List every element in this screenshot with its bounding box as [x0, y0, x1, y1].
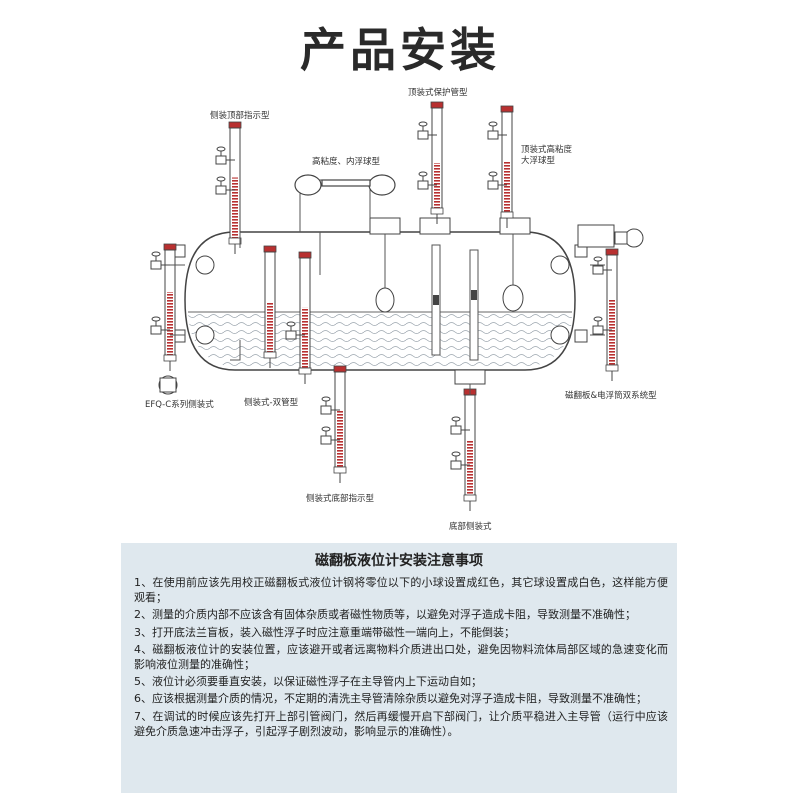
gauge-side-bottom: [320, 365, 347, 483]
label-top-guard: 顶装式保护管型: [408, 88, 468, 98]
valve-icon: [487, 171, 499, 190]
gauge-top-guard: [417, 101, 444, 224]
gauge-dual: [592, 248, 619, 381]
valve-icon: [215, 176, 227, 195]
note-item: 4、磁翻板液位计的安装位置，应该避开或者远离物料介质进出口处，避免因物料流体局部…: [134, 642, 668, 672]
label-efq: EFQ-C系列侧装式: [145, 400, 214, 410]
valve-icon: [417, 121, 429, 140]
gauge-bottom-side: [450, 388, 477, 511]
label-top-high-visc: 顶装式高粘度 大浮球型: [521, 145, 573, 166]
valve-icon: [215, 146, 227, 165]
note-item: 1、在使用前应该先用校正磁翻板式液位计钢将零位以下的小球设置成红色，其它球设置成…: [134, 576, 668, 605]
page-title: 产品安装: [300, 23, 500, 77]
note-item: 3、打开底法兰盲板，装入磁性浮子时应注意重端带磁性一端向上，不能倒装；: [134, 625, 515, 639]
gauge-side-top: [215, 121, 242, 254]
note-item: 7、在调试的时候应该先打开上部引管阀门，然后再缓慢开启下部阀门，让介质平稳进入主…: [134, 709, 668, 738]
efq-device: [158, 375, 178, 395]
installation-notes-panel: 磁翻板液位计安装注意事项 1、在使用前应该先用校正磁翻板式液位计钢将零位以下的小…: [121, 543, 677, 793]
label-side-top: 侧装顶部指示型: [210, 111, 270, 121]
gauge-double-a: [263, 245, 277, 368]
liquid-level: [188, 312, 573, 368]
valve-icon: [487, 121, 499, 140]
high-viscosity-loop: [294, 174, 396, 196]
label-side-bottom-ind: 侧装式底部指示型: [306, 494, 375, 504]
valve-icon: [320, 426, 332, 445]
gauge-double-b: [285, 251, 312, 384]
label-bottom-side: 底部侧装式: [449, 522, 492, 532]
valve-icon: [150, 251, 162, 270]
valve-icon: [450, 451, 462, 470]
note-item: 2、测量的介质内部不应该含有固体杂质或者磁性物质等，以避免对浮子造成卡阻，导致测…: [134, 608, 636, 622]
valve-icon: [320, 396, 332, 415]
label-high-visc-inner: 高粘度、内浮球型: [312, 157, 381, 167]
valve-icon: [450, 416, 462, 435]
note-item: 5、液位计必须要垂直安装，以保证磁性浮子在主导管内上下运动自如；: [134, 675, 482, 689]
valve-icon: [417, 171, 429, 190]
label-magnetic-dual: 磁翻板&电浮筒双系统型: [565, 391, 657, 401]
gauge-top-high-visc: [487, 105, 514, 228]
dual-system-box: [577, 224, 644, 248]
notes-list: 1、在使用前应该先用校正磁翻板式液位计钢将零位以下的小球设置成红色，其它球设置成…: [134, 575, 668, 741]
note-item: 6、应该根据测量介质的情况，不定期的清洗主导管清除杂质以避免对浮子造成卡阻，导致…: [134, 692, 647, 706]
valve-icon: [150, 316, 162, 335]
label-double: 侧装式-双管型: [244, 398, 299, 408]
valve-icon: [592, 316, 604, 335]
valve-icon: [285, 321, 297, 340]
notes-title: 磁翻板液位计安装注意事项: [315, 553, 483, 569]
installation-diagram: [150, 101, 644, 511]
gauge-efq: [150, 243, 177, 371]
